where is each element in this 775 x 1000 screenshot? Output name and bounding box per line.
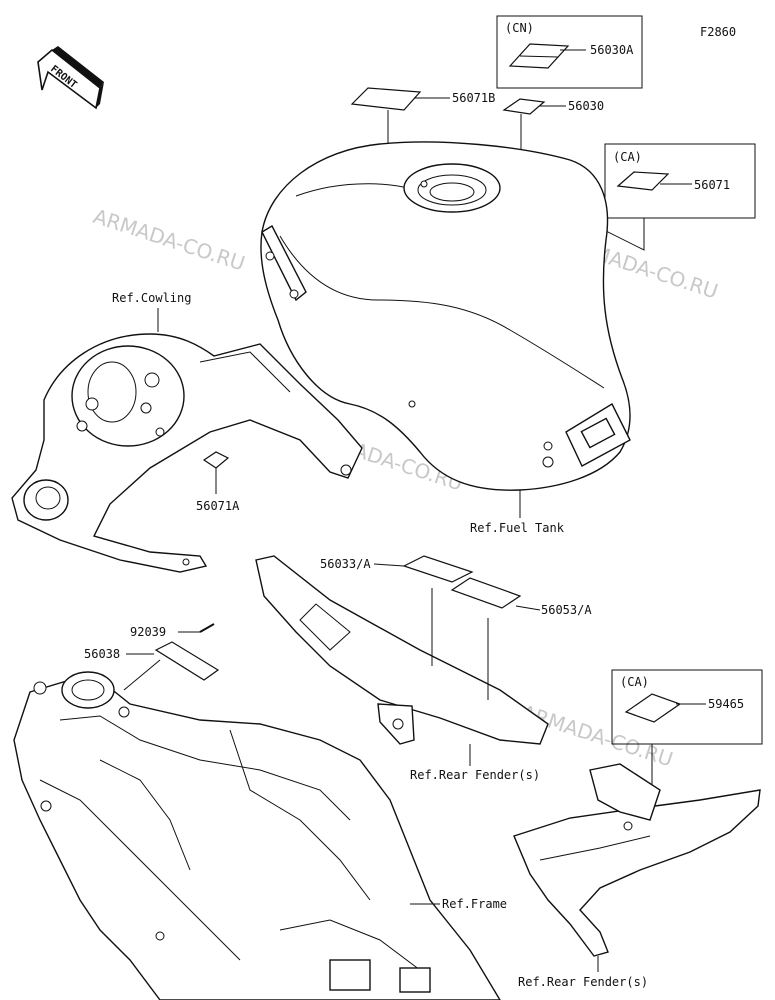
part-56071: 56071 <box>694 178 730 192</box>
part-59465: 59465 <box>708 697 744 711</box>
decal-56033A <box>402 555 474 583</box>
decal-56030 <box>502 98 546 115</box>
part-56071A: 56071A <box>196 499 240 513</box>
decal-56071 <box>616 171 670 191</box>
part-56038: 56038 <box>84 647 120 661</box>
fuel-tank <box>260 141 631 491</box>
cowling <box>11 333 363 573</box>
part-56030: 56030 <box>568 99 604 113</box>
decal-56053A <box>450 577 522 609</box>
ref-rear-fender-2: Ref.Rear Fender(s) <box>518 975 648 989</box>
cn-box-frame <box>496 15 643 89</box>
figure-code: F2860 <box>700 25 736 39</box>
ca-box1-label: (CA) <box>613 150 642 164</box>
ref-fuel-tank: Ref.Fuel Tank <box>470 521 565 535</box>
decal-59465 <box>624 693 682 723</box>
rear-fender-1 <box>255 555 549 745</box>
cn-box-label: (CN) <box>505 21 534 35</box>
ca-variant-box-2: (CA) 59465 <box>611 669 763 812</box>
decal-56038 <box>154 641 220 681</box>
cn-variant-box: (CN) 56030A <box>496 15 643 89</box>
ref-rear-fender-1: Ref.Rear Fender(s) <box>410 768 540 782</box>
watermark-1: ARMADA-CO.RU <box>90 204 248 276</box>
ca-box1-frame <box>604 143 756 219</box>
decal-56071A <box>202 451 230 469</box>
part-92039: 92039 <box>130 625 166 639</box>
fuel-cap <box>403 163 501 213</box>
part-56053A: 56053/A <box>541 603 592 617</box>
part-56033A: 56033/A <box>320 557 371 571</box>
clip-92039 <box>199 623 215 633</box>
ref-frame: Ref.Frame <box>442 897 507 911</box>
ref-cowling: Ref.Cowling <box>112 291 191 305</box>
ca-box2-frame <box>611 669 763 745</box>
rear-fender-2 <box>513 763 761 957</box>
ca-box2-label: (CA) <box>620 675 649 689</box>
decal-56071B <box>350 87 422 111</box>
part-56071B: 56071B <box>452 91 495 105</box>
frame <box>13 671 501 1000</box>
front-arrow-icon: FRONT <box>37 46 104 110</box>
part-56030A: 56030A <box>590 43 634 57</box>
